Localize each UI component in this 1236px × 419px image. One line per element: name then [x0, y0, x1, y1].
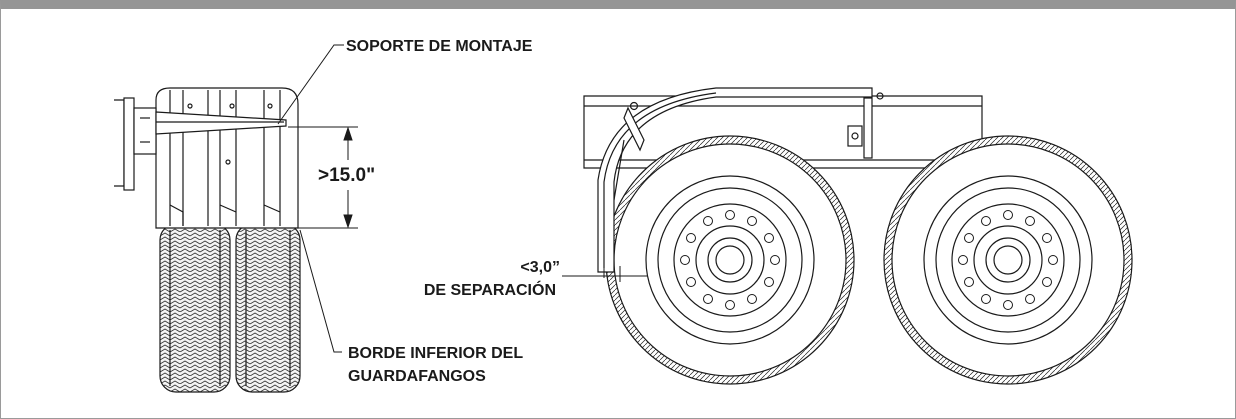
- label-mounting-bracket: SOPORTE DE MONTAJE: [346, 38, 533, 55]
- front-wheel-lugs: [680, 210, 780, 310]
- mounting-bracket-end-view: [114, 97, 287, 191]
- dimension-gap: [562, 236, 648, 282]
- fender-bracket-front: [623, 101, 645, 152]
- label-clearance-height: >15.0": [318, 165, 375, 186]
- tire-left-end-view: [159, 223, 231, 393]
- end-view: [114, 87, 301, 393]
- label-gap-caption: DE SEPARACIÓN: [424, 280, 556, 299]
- dimension-clearance-height: [288, 126, 358, 229]
- rear-wheel-lugs: [958, 210, 1058, 310]
- tire-right-end-view: [235, 223, 301, 393]
- leader-fender-edge: [299, 229, 342, 353]
- fender-bracket-rear: [847, 92, 884, 159]
- label-fender-edge-line2: GUARDAFANGOS: [348, 368, 486, 385]
- side-view: [583, 87, 1133, 385]
- leader-mounting-bracket: [277, 44, 344, 125]
- label-gap-value: <3,0”: [520, 259, 560, 276]
- front-tire: [605, 135, 855, 385]
- rear-tire: [883, 135, 1133, 385]
- fender-end-view: [155, 87, 299, 229]
- label-fender-edge-line1: BORDE INFERIOR DEL: [348, 345, 523, 362]
